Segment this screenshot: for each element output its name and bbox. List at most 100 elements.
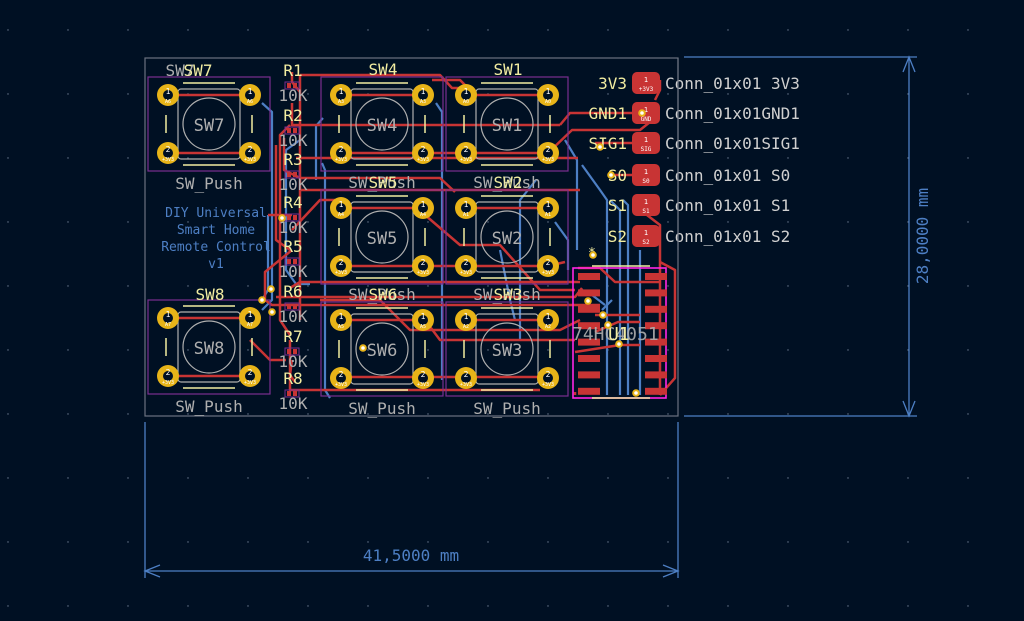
switch-pad[interactable]: 1A4 (330, 197, 352, 219)
switch-pad[interactable]: 2+3V3 (412, 367, 434, 389)
switch-pad[interactable]: 1A3 (330, 84, 352, 106)
resistor-pad[interactable] (293, 304, 297, 309)
resistor-pad[interactable] (293, 128, 297, 133)
resistor-pad[interactable] (293, 172, 297, 177)
switch-pad[interactable]: 1A5 (330, 309, 352, 331)
resistor-pad[interactable] (287, 172, 291, 177)
switch-pad[interactable]: 2+3V3 (537, 367, 559, 389)
grid (7, 29, 969, 607)
ic-pad[interactable] (645, 338, 667, 346)
ic-pad[interactable] (645, 289, 667, 297)
resistor-pad[interactable] (287, 83, 291, 88)
switch-pad[interactable]: 1A6 (239, 84, 261, 106)
switch-pad[interactable]: 2+3V3 (537, 255, 559, 277)
switch-pad[interactable]: 2+3V3 (239, 365, 261, 387)
switch-pad[interactable]: 1A0 (537, 84, 559, 106)
switch-pad[interactable]: 1A2 (455, 309, 477, 331)
switch-pad[interactable]: 1A1 (455, 197, 477, 219)
ic-pad[interactable] (645, 322, 667, 330)
ic-pad[interactable] (645, 387, 667, 395)
resistor-pad[interactable] (293, 349, 297, 354)
switch-pad[interactable]: 2+3V3 (330, 367, 352, 389)
switch-body-outline (177, 88, 241, 160)
ic-pad[interactable] (578, 338, 600, 346)
switch-pad[interactable]: 2+3V3 (412, 255, 434, 277)
switch-pad[interactable]: 2+3V3 (455, 255, 477, 277)
resistor-pad[interactable] (287, 215, 291, 220)
switch-pad[interactable]: 1A7 (239, 307, 261, 329)
ic-pad[interactable] (578, 273, 600, 280)
connector-pad[interactable] (632, 72, 660, 94)
resistor-pad[interactable] (287, 391, 291, 396)
ic-pad[interactable] (578, 355, 600, 362)
switch-pad[interactable]: 1A1 (537, 197, 559, 219)
pad-number: 1 (421, 312, 426, 321)
switch-pad[interactable]: 1A2 (537, 309, 559, 331)
ic-pad[interactable] (645, 305, 667, 313)
switch-pad[interactable]: 1A7 (157, 307, 179, 329)
width-dimension[interactable] (143, 422, 680, 578)
switch-pad[interactable]: 1A3 (412, 84, 434, 106)
switch-pad[interactable]: 2+3V3 (157, 142, 179, 164)
ic-pad[interactable] (645, 355, 667, 362)
switch-pad[interactable]: 2+3V3 (330, 255, 352, 277)
height-dimension[interactable] (684, 55, 917, 418)
ic-pad[interactable] (578, 322, 600, 330)
connector-pad[interactable] (632, 225, 660, 247)
resistor-pad[interactable] (293, 391, 297, 396)
switch-pad[interactable]: 1A0 (455, 84, 477, 106)
switch-pad[interactable]: 1A5 (412, 309, 434, 331)
connector-pad[interactable] (632, 194, 660, 216)
grid-dot (847, 477, 849, 479)
connector-pad[interactable] (632, 164, 660, 186)
switch-pad[interactable]: 2+3V3 (412, 142, 434, 164)
front-trace (559, 111, 645, 126)
switch-pad[interactable]: 2+3V3 (455, 367, 477, 389)
resistor-pad[interactable] (287, 128, 291, 133)
ic-pad[interactable] (578, 387, 600, 395)
resistor-pad[interactable] (287, 349, 291, 354)
connector-pad[interactable] (632, 132, 660, 154)
switch-pad[interactable]: 1A4 (412, 197, 434, 219)
ic-pad[interactable] (645, 371, 667, 379)
ic-pad[interactable] (578, 305, 600, 313)
ic-pad[interactable] (578, 289, 600, 297)
resistor-pad[interactable] (287, 259, 291, 264)
ic-pad[interactable] (578, 371, 600, 379)
switch-pad[interactable]: 2+3V3 (157, 365, 179, 387)
resistor-pad[interactable] (293, 259, 297, 264)
switch-pad[interactable]: 1A6 (157, 84, 179, 106)
resistor-pad[interactable] (293, 83, 297, 88)
ic-pad[interactable] (645, 273, 667, 280)
switch-pad[interactable]: 2+3V3 (330, 142, 352, 164)
switch-pad[interactable]: 2+3V3 (239, 142, 261, 164)
switch-pad[interactable]: 2+3V3 (455, 142, 477, 164)
resistor-pad[interactable] (293, 215, 297, 220)
switch-pad[interactable]: 2+3V3 (537, 142, 559, 164)
connector-pad[interactable] (632, 102, 660, 124)
resistor-pad[interactable] (287, 304, 291, 309)
